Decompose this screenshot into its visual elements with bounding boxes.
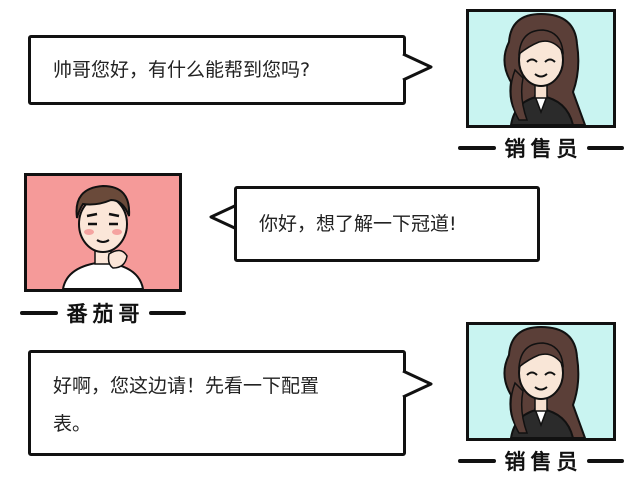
bubble-tail-right — [402, 52, 433, 82]
label-rule-left — [20, 311, 58, 315]
customer-portrait-panel — [24, 173, 182, 292]
customer-portrait-icon — [61, 184, 145, 289]
label-rule-right — [586, 146, 624, 150]
saleswoman-portrait-icon — [503, 325, 587, 438]
label-rule-right — [148, 311, 186, 315]
saleswoman-portrait-icon — [503, 12, 587, 125]
speech-bubble-invite: 好啊，您这边请！先看一下配置 表。 — [28, 350, 406, 456]
bubble-tail-right — [402, 369, 433, 399]
speech-bubble-greeting: 帅哥您好，有什么能帮到您吗? — [28, 35, 406, 105]
greeting-text: 帅哥您好，有什么能帮到您吗? — [53, 59, 311, 81]
invite-text-line2: 表。 — [53, 413, 92, 435]
label-rule-left — [458, 146, 496, 150]
label-rule-right — [586, 459, 624, 463]
speaker-label-saleswoman-2: 销售员 — [458, 446, 624, 476]
speaker-name: 番茄哥 — [66, 302, 145, 326]
invite-text-line1: 好啊，您这边请！先看一下配置 — [53, 375, 320, 397]
bubble-tail-left — [209, 202, 240, 232]
speaker-name: 销售员 — [504, 137, 583, 161]
speaker-name: 销售员 — [504, 450, 583, 474]
speaker-label-saleswoman-1: 销售员 — [458, 133, 624, 163]
label-rule-left — [458, 459, 496, 463]
reply-text: 你好，想了解一下冠道! — [259, 213, 457, 235]
speech-bubble-reply: 你好，想了解一下冠道! — [234, 186, 540, 262]
speaker-label-customer: 番茄哥 — [20, 298, 186, 328]
saleswoman-portrait-panel-1 — [466, 9, 616, 128]
saleswoman-portrait-panel-2 — [466, 322, 616, 441]
